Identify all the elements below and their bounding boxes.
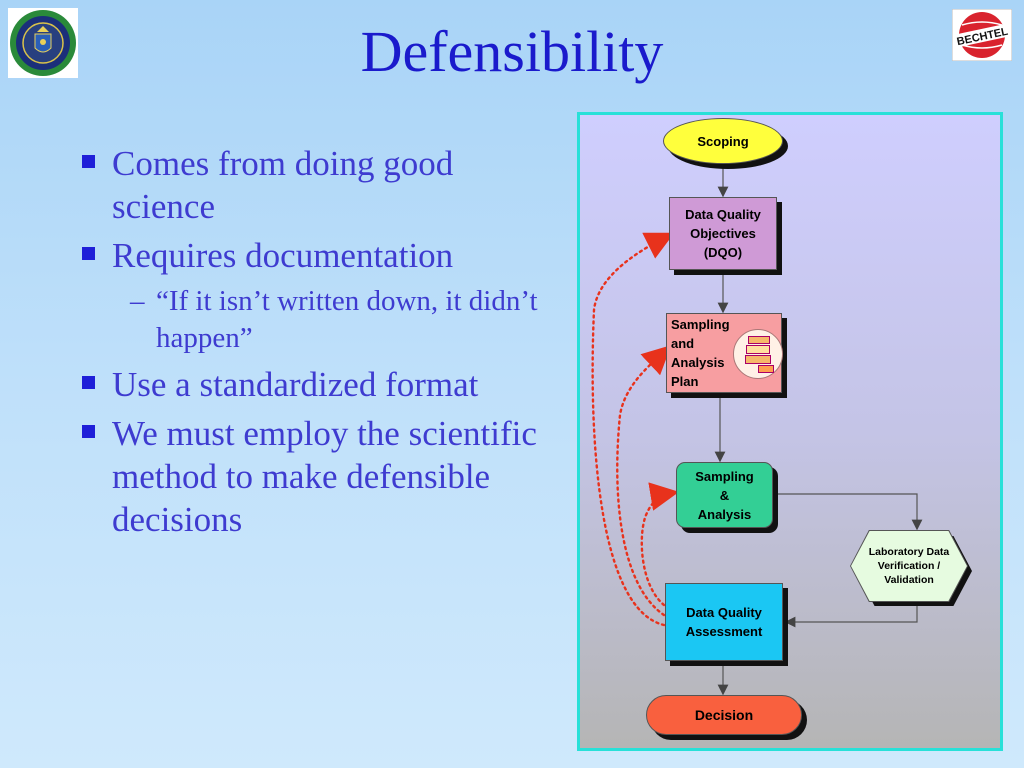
decision-node: Decision	[646, 695, 802, 735]
feedback-arrow-sap	[616, 345, 672, 617]
sampling-analysis-plan-node: Sampling and Analysis Plan	[666, 313, 782, 393]
lab-verification-label: Laboratory Data Verification / Validatio…	[868, 546, 950, 586]
sub-bullet-text: “If it isn’t written down, it didn’t hap…	[156, 285, 538, 354]
bullet-text: Use a standardized format	[112, 365, 479, 404]
square-bullet-icon	[82, 247, 95, 260]
sampling-analysis-node: Sampling & Analysis	[676, 462, 773, 528]
bullet-item: We must employ the scientific method to …	[80, 412, 550, 541]
mini-flowchart-thumbnail-icon	[733, 329, 783, 379]
scoping-node: Scoping	[663, 118, 783, 164]
flowchart-connectors	[591, 167, 923, 696]
bullet-text: Requires documentation	[112, 236, 454, 275]
sampling-analysis-plan-label: Sampling and Analysis Plan	[671, 317, 730, 389]
bullet-item: Comes from doing good science	[80, 142, 550, 228]
dqa-node: Data Quality Assessment	[665, 583, 783, 661]
square-bullet-icon	[82, 155, 95, 168]
bullet-item: Use a standardized format	[80, 363, 550, 406]
sampling-analysis-label: Sampling & Analysis	[695, 468, 754, 522]
slide-title: Defensibility	[360, 19, 664, 84]
feedback-arrow-dqo	[591, 232, 675, 627]
dqo-label: Data Quality Objectives (DQO)	[685, 207, 761, 260]
bullet-item: Requires documentation	[80, 234, 550, 277]
bullet-text: Comes from doing good science	[112, 144, 454, 226]
square-bullet-icon	[82, 425, 95, 438]
dqa-label: Data Quality Assessment	[685, 605, 763, 639]
sub-bullet-item: – “If it isn’t written down, it didn’t h…	[80, 283, 550, 357]
square-bullet-icon	[82, 376, 95, 389]
flowchart-panel: Scoping Data Quality Objectives (DQO) Sa…	[577, 112, 1003, 751]
arrow-lab-dqa	[784, 604, 918, 628]
dash-bullet-icon: –	[130, 285, 145, 317]
lab-verification-node: Laboratory Data Verification / Validatio…	[851, 531, 967, 601]
arrow-sampling-lab	[776, 493, 923, 531]
feedback-arrow-sampling	[640, 482, 680, 607]
bullet-text: We must employ the scientific method to …	[112, 414, 537, 539]
bullet-list: Comes from doing good science Requires d…	[80, 142, 550, 547]
bechtel-logo: BECHTEL	[951, 8, 1013, 62]
decision-label: Decision	[694, 706, 754, 723]
scoping-label: Scoping	[697, 133, 749, 149]
dqo-node: Data Quality Objectives (DQO)	[669, 197, 777, 270]
doe-seal-logo	[8, 8, 78, 78]
